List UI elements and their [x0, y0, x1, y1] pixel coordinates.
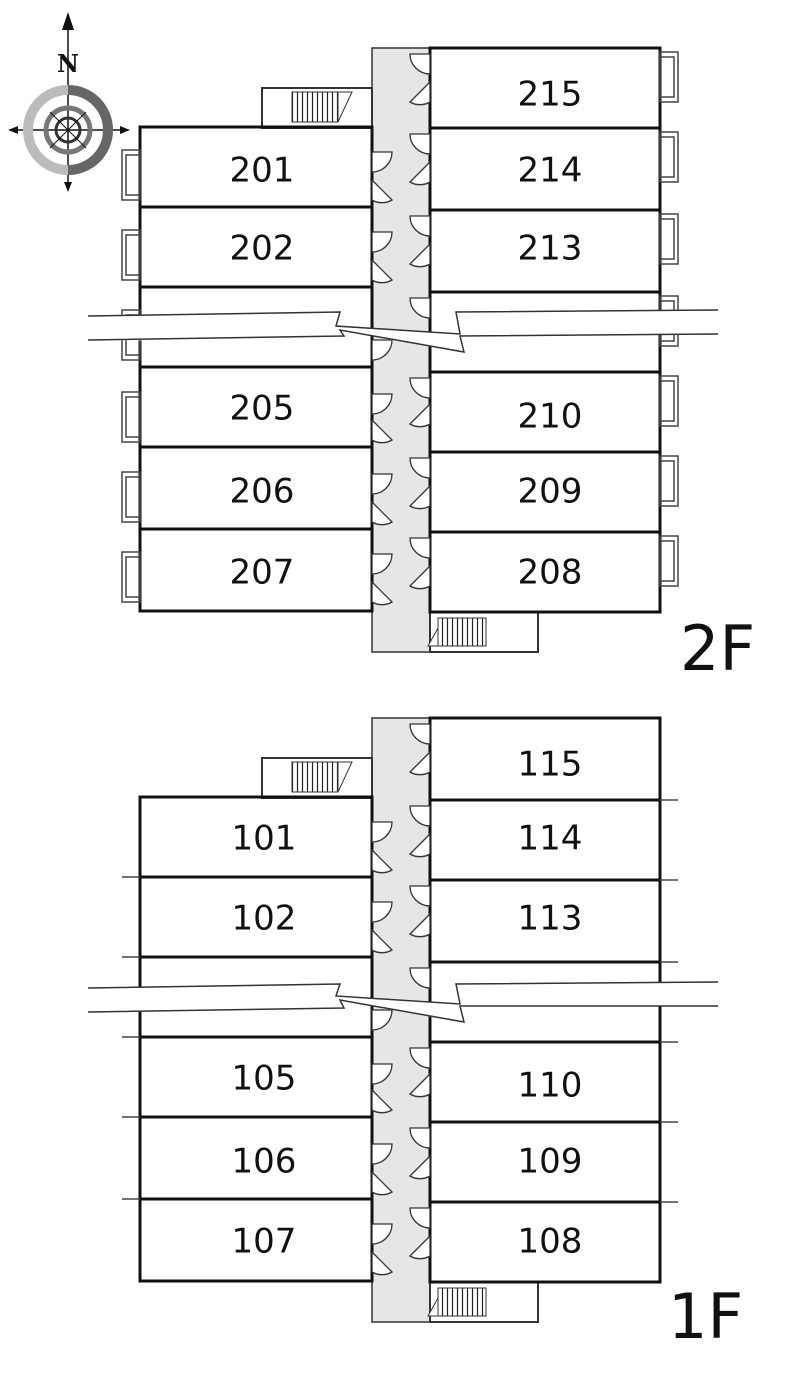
- unit-label-215: 215: [518, 75, 583, 115]
- unit-label-113: 113: [518, 899, 583, 939]
- unit-label-205: 205: [230, 389, 295, 429]
- unit-label-105: 105: [232, 1059, 297, 1099]
- floor-plan-2f: [87, 46, 719, 653]
- unit-label-110: 110: [518, 1066, 583, 1106]
- unit-label-202: 202: [230, 229, 295, 269]
- unit-label-209: 209: [518, 472, 583, 512]
- unit-label-109: 109: [518, 1142, 583, 1182]
- unit-label-207: 207: [230, 553, 295, 593]
- unit-label-102: 102: [232, 899, 297, 939]
- unit-label-210: 210: [518, 397, 583, 437]
- unit-label-107: 107: [232, 1222, 297, 1262]
- unit-label-115: 115: [518, 745, 583, 785]
- unit-label-206: 206: [230, 472, 295, 512]
- compass-north-label: N: [57, 49, 79, 78]
- unit-label-101: 101: [232, 819, 297, 859]
- floor-plan-1f: [87, 716, 719, 1323]
- unit-label-213: 213: [518, 229, 583, 269]
- unit-label-108: 108: [518, 1222, 583, 1262]
- unit-label-201: 201: [230, 151, 295, 191]
- compass-rose-icon: N: [8, 12, 130, 192]
- floor-label-1f: 1F: [668, 1280, 743, 1353]
- unit-label-214: 214: [518, 151, 583, 191]
- unit-label-114: 114: [518, 819, 583, 859]
- unit-label-208: 208: [518, 553, 583, 593]
- floor-label-2f: 2F: [680, 612, 755, 685]
- unit-label-106: 106: [232, 1142, 297, 1182]
